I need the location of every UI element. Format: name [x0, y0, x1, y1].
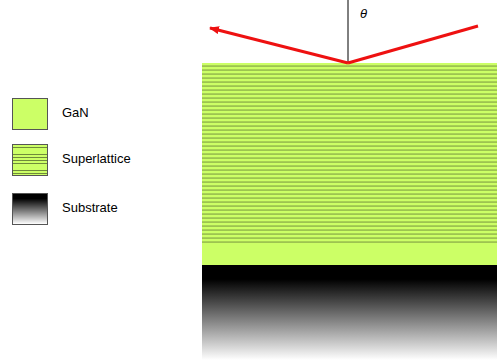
incident-beam [348, 26, 478, 63]
substrate-layer [202, 265, 497, 360]
legend-swatch [12, 98, 48, 130]
gan-layer [202, 243, 497, 265]
superlattice-layer [202, 63, 497, 243]
legend-text: Superlattice [62, 151, 131, 166]
legend-text: GaN [62, 105, 89, 120]
legend-swatch [12, 144, 48, 176]
surface-normal [348, 0, 349, 63]
legend-row: Substrate [12, 193, 212, 227]
legend-swatch [12, 193, 48, 225]
legend-row: GaN [12, 98, 212, 132]
legend-row: Superlattice [12, 144, 212, 178]
angle-label: θ [360, 6, 367, 21]
legend-text: Substrate [62, 200, 118, 215]
reflected-beam [210, 28, 348, 63]
